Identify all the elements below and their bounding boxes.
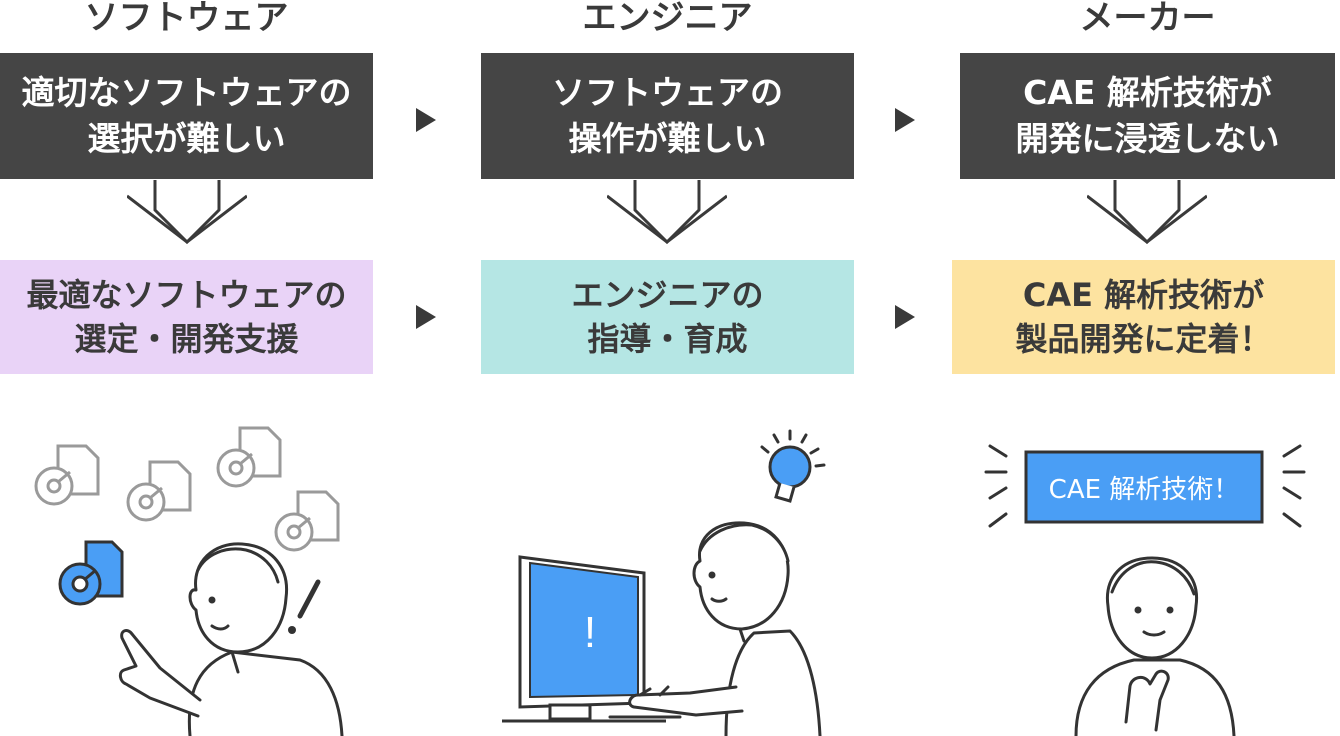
- down-arrow-icon: [1087, 180, 1207, 244]
- disc-document-icon: [216, 426, 282, 488]
- solution-box-software: 最適なソフトウェアの 選定・開発支援: [0, 260, 373, 374]
- person-icon: [608, 521, 822, 736]
- problem-line: 操作が難しい: [568, 119, 767, 158]
- problem-line: 開発に浸透しない: [1015, 119, 1280, 158]
- illustration-maker-adoption: CAE 解析技術！: [984, 444, 1306, 736]
- person-icon: [1074, 556, 1236, 736]
- right-triangle-icon: [895, 305, 915, 329]
- solution-line: CAE 解析技術が: [1022, 276, 1265, 314]
- column-title-engineer: エンジニア: [582, 0, 753, 38]
- disc-document-icon: [274, 490, 340, 552]
- solution-box-engineer: エンジニアの 指導・育成: [481, 260, 854, 374]
- exclaim-mark: [288, 579, 321, 634]
- down-arrow-icon: [127, 180, 247, 244]
- illustration-engineer-training: !: [502, 429, 826, 736]
- disc-document-icon: [126, 460, 192, 522]
- cae-sign-text: CAE 解析技術！: [1049, 475, 1240, 505]
- solution-line: エンジニアの: [571, 276, 764, 314]
- lightbulb-icon: [760, 429, 826, 503]
- problem-line: ソフトウェアの: [552, 73, 783, 112]
- monitor-exclaim-text: !: [584, 608, 596, 657]
- right-triangle-icon: [895, 108, 915, 132]
- column-title-maker: メーカー: [1079, 0, 1216, 38]
- disc-document-icon: [34, 444, 100, 506]
- problem-box-maker: CAE 解析技術が 開発に浸透しない: [960, 53, 1335, 179]
- solution-line: 最適なソフトウェアの: [26, 276, 347, 314]
- problem-box-software: 適切なソフトウェアの 選択が難しい: [0, 53, 373, 179]
- illustration-software-selection: [34, 426, 344, 736]
- selected-disc-document-icon: [58, 540, 124, 606]
- cae-sign: [1024, 450, 1264, 524]
- person-icon: [118, 542, 344, 736]
- monitor-icon: [502, 555, 666, 723]
- down-arrow-icon: [607, 180, 727, 244]
- column-title-software: ソフトウェア: [84, 0, 289, 38]
- right-triangle-icon: [416, 108, 436, 132]
- problem-box-engineer: ソフトウェアの 操作が難しい: [481, 53, 854, 179]
- problem-line: 選択が難しい: [87, 119, 286, 158]
- solution-line: 製品開発に定着！: [1015, 320, 1272, 358]
- emphasis-lines: [984, 444, 1306, 528]
- problem-line: 適切なソフトウェアの: [21, 73, 352, 112]
- problem-line: CAE 解析技術が: [1023, 73, 1272, 112]
- right-triangle-icon: [416, 305, 436, 329]
- solution-line: 選定・開発支援: [74, 320, 299, 358]
- solution-line: 指導・育成: [587, 320, 748, 358]
- solution-box-maker: CAE 解析技術が 製品開発に定着！: [952, 260, 1335, 374]
